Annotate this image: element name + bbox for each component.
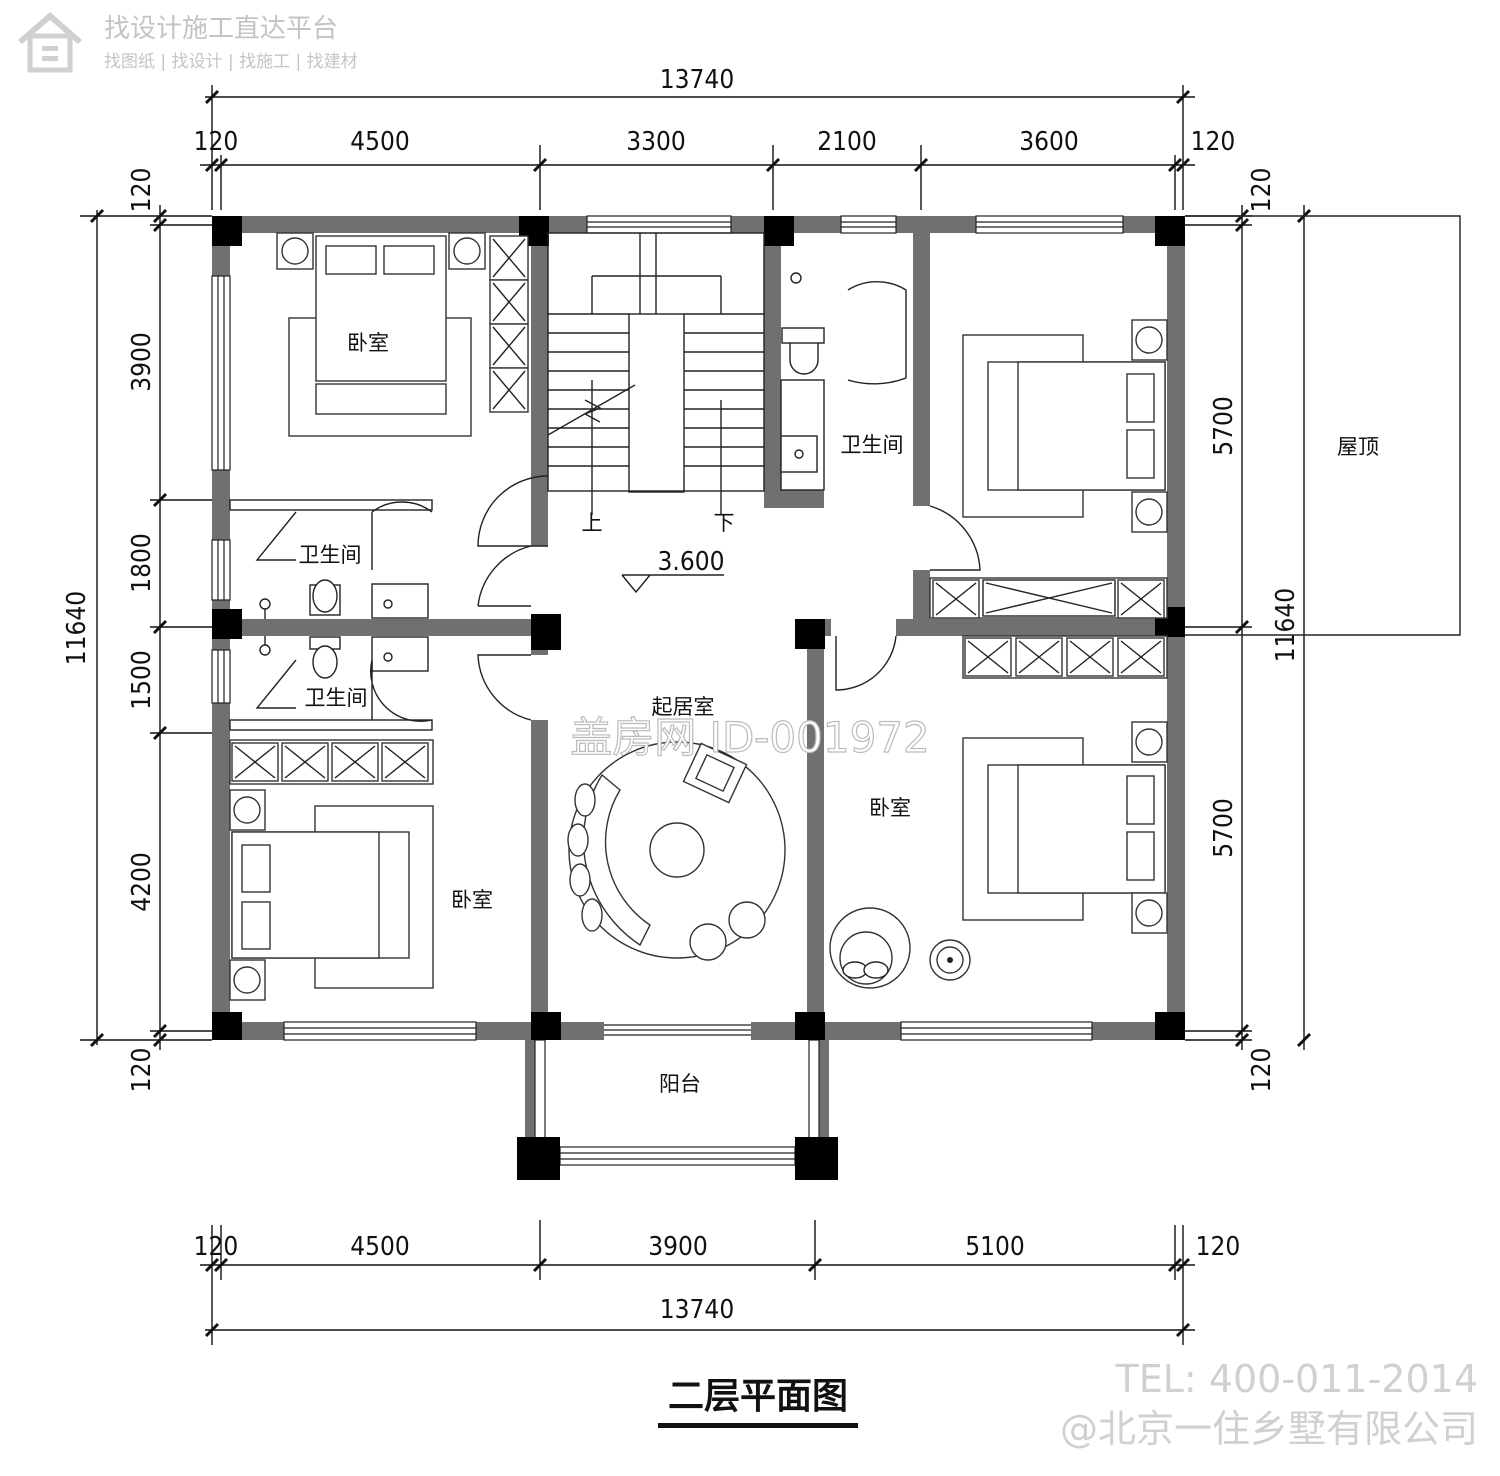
dim-top-seg: 120 (194, 127, 239, 157)
dim-bottom-seg: 3900 (648, 1232, 708, 1262)
room-label-living: 起居室 (652, 695, 715, 719)
dim-bottom-seg: 5100 (965, 1232, 1025, 1262)
bath-w-fixtures (259, 579, 429, 679)
bed-sw (229, 789, 434, 1001)
dim-bottom-seg: 4500 (350, 1232, 410, 1262)
wardrobe-sw (229, 739, 434, 785)
bed-nw (276, 232, 486, 437)
dim-left-seg: 120 (127, 168, 157, 213)
elevation-marker (621, 574, 724, 594)
room-label-bath-w1: 卫生间 (299, 543, 362, 567)
drawing-title: 二层平面图 (668, 1376, 848, 1417)
dim-left-seg: 4200 (127, 852, 157, 912)
staircase (547, 232, 765, 515)
elevation-label: 3.600 (658, 547, 725, 577)
dim-bottom-seg: 120 (1196, 1232, 1241, 1262)
room-label-bath-w2: 卫生间 (305, 686, 368, 710)
dimension-lines (80, 85, 1312, 1345)
dim-top-seg: 2100 (817, 127, 877, 157)
stair-down-label: 下 (714, 511, 735, 535)
room-label-bath-n: 卫生间 (841, 433, 904, 457)
dim-left-seg: 1500 (127, 650, 157, 710)
wardrobe-ne (929, 577, 1168, 619)
dim-right-seg: 5700 (1209, 798, 1239, 858)
columns (212, 216, 1185, 1180)
dim-right-seg: 5700 (1209, 396, 1239, 456)
dim-top-seg: 3300 (626, 127, 686, 157)
dim-top-seg: 4500 (350, 127, 410, 157)
dim-left-total: 11640 (62, 591, 92, 665)
watermark-links: 找图纸 | 找设计 | 找施工 | 找建材 (104, 52, 358, 72)
dim-top-seg: 3600 (1019, 127, 1079, 157)
living-seating (567, 741, 786, 961)
dim-left-seg: 120 (127, 1048, 157, 1093)
room-label-bedroom-se: 卧室 (869, 796, 911, 820)
watermark-phone: TEL: 400-011-2014 (1115, 1357, 1478, 1401)
room-label-bedroom-nw: 卧室 (347, 331, 389, 355)
room-label-roof: 屋顶 (1337, 435, 1379, 459)
dim-top-total: 13740 (660, 65, 734, 95)
dim-right-seg: 120 (1247, 1048, 1277, 1093)
dim-left-seg: 3900 (127, 332, 157, 392)
bed-se (962, 721, 1168, 934)
title-underline (658, 1423, 858, 1428)
dim-bottom-total: 13740 (660, 1295, 734, 1325)
watermark-logo (18, 12, 82, 73)
bath-n-fixtures (780, 272, 825, 491)
dim-bottom-seg: 120 (194, 1232, 239, 1262)
wardrobe-se (962, 635, 1168, 679)
watermark-brand: 找设计施工直达平台 (104, 14, 338, 44)
wardrobe-nw (489, 235, 529, 413)
dim-top-seg: 120 (1191, 127, 1236, 157)
walls (212, 216, 1185, 1140)
roof-area (1185, 215, 1461, 636)
stair-up-label: 上 (582, 511, 603, 535)
lounge-chair-se (829, 907, 971, 989)
bed-ne (962, 319, 1168, 533)
watermark-plan-id: 盖房网 ID-001972 (570, 713, 930, 762)
dim-left-seg: 1800 (127, 533, 157, 593)
dim-right-seg: 120 (1247, 168, 1277, 213)
room-label-bedroom-sw: 卧室 (451, 888, 493, 912)
room-label-balcony: 阳台 (659, 1072, 701, 1096)
watermark-company: @北京一住乡墅有限公司 (1060, 1407, 1478, 1451)
dim-right-total: 11640 (1271, 588, 1301, 662)
